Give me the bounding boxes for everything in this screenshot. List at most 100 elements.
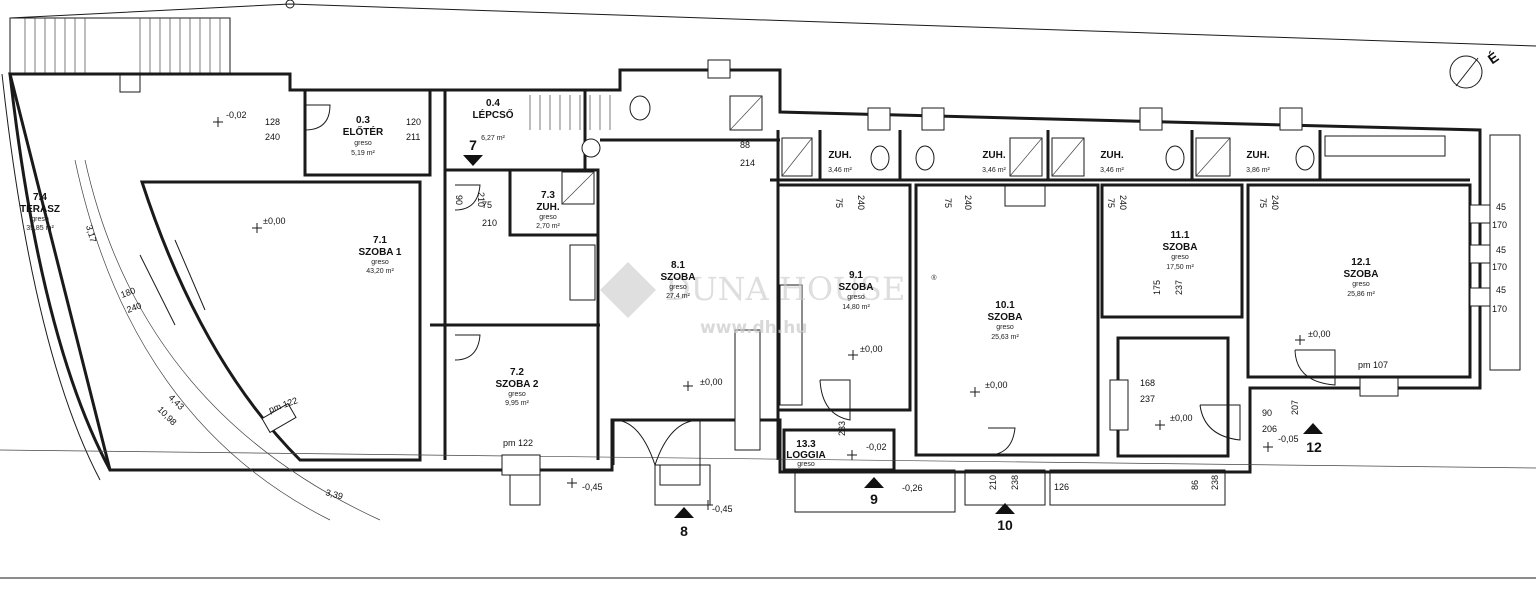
door-swings xyxy=(139,104,1336,466)
level-text: -0,45 xyxy=(712,504,733,514)
svg-text:240: 240 xyxy=(125,300,143,315)
svg-text:238: 238 xyxy=(1010,475,1020,490)
svg-text:3,46 m²: 3,46 m² xyxy=(828,167,852,174)
svg-text:17,50 m²: 17,50 m² xyxy=(1166,264,1194,271)
svg-text:greso: greso xyxy=(508,391,526,398)
level-text: ±0,00 xyxy=(985,380,1007,390)
svg-text:greso: greso xyxy=(539,214,557,221)
section-marker-10: 10 xyxy=(997,517,1013,533)
svg-text:pm 122: pm 122 xyxy=(503,438,533,448)
svg-text:240: 240 xyxy=(265,132,280,142)
svg-text:3,39: 3,39 xyxy=(324,487,344,501)
svg-text:13.3: 13.3 xyxy=(796,439,816,450)
svg-text:SZOBA 2: SZOBA 2 xyxy=(496,379,539,390)
svg-text:SZOBA: SZOBA xyxy=(661,272,696,283)
shower-2: ZUH. 3,46 m² xyxy=(982,150,1006,174)
svg-text:210: 210 xyxy=(988,475,998,490)
svg-text:3,17: 3,17 xyxy=(84,224,98,244)
level-text: ±0,00 xyxy=(700,377,722,387)
svg-text:43,20 m²: 43,20 m² xyxy=(366,268,394,275)
room-7-2: 7.2 SZOBA 2 greso 9,95 m² xyxy=(496,367,539,407)
svg-text:88: 88 xyxy=(740,140,750,150)
svg-text:ELŐTÉR: ELŐTÉR xyxy=(343,125,384,138)
section-arrow-icon xyxy=(1303,423,1323,434)
section-markers: 7 8 9 10 12 xyxy=(463,137,1323,539)
svg-text:211: 211 xyxy=(406,132,420,142)
svg-text:9,95 m²: 9,95 m² xyxy=(505,400,529,407)
svg-text:75: 75 xyxy=(943,198,953,208)
section-marker-7: 7 xyxy=(469,137,477,153)
room-10-1: 10.1 SZOBA greso 25,63 m² xyxy=(988,300,1023,341)
level-text: -0,02 xyxy=(226,110,247,120)
room-8-1: 8.1 SZOBA greso 27,4 m² xyxy=(661,260,696,300)
section-arrow-icon xyxy=(864,477,884,488)
svg-text:210: 210 xyxy=(476,192,486,207)
section-marker-9: 9 xyxy=(870,491,878,507)
svg-text:207: 207 xyxy=(1290,400,1300,415)
fixtures xyxy=(561,95,1446,451)
svg-text:4,43: 4,43 xyxy=(167,392,186,411)
svg-text:90: 90 xyxy=(1262,408,1272,418)
watermark-brand: DUNA HOUSE xyxy=(665,270,905,308)
svg-text:25,86 m²: 25,86 m² xyxy=(1347,291,1375,298)
svg-text:6,27 m²: 6,27 m² xyxy=(481,135,505,142)
svg-text:7.1: 7.1 xyxy=(373,235,387,246)
svg-text:240: 240 xyxy=(1270,195,1280,210)
svg-text:greso: greso xyxy=(371,259,389,266)
svg-text:9.1: 9.1 xyxy=(849,270,863,281)
svg-text:LOGGIA: LOGGIA xyxy=(786,450,825,461)
svg-text:0.3: 0.3 xyxy=(356,115,370,126)
svg-text:7.3: 7.3 xyxy=(541,190,555,201)
svg-text:90: 90 xyxy=(454,195,464,205)
room-12-1: 12.1 SZOBA greso 25,86 m² xyxy=(1344,257,1379,298)
level-text: ±0,00 xyxy=(263,216,285,226)
room-13-3: 13.3 LOGGIA greso xyxy=(786,439,825,468)
room-7-3: 7.3 ZUH. greso 2,70 m² xyxy=(536,190,560,230)
level-text: ±0,00 xyxy=(860,344,882,354)
svg-text:8.1: 8.1 xyxy=(671,260,685,271)
room-7-4: 7.4 TERASZ greso 35,85 m² xyxy=(20,192,60,232)
svg-text:120: 120 xyxy=(406,117,421,127)
room-0-4: 0.4 LÉPCSŐ 6,27 m² xyxy=(472,98,513,142)
svg-text:greso: greso xyxy=(1171,254,1189,261)
svg-text:ZUH.: ZUH. xyxy=(982,150,1006,161)
svg-text:greso: greso xyxy=(996,324,1014,331)
svg-text:126: 126 xyxy=(1054,482,1069,492)
svg-text:237: 237 xyxy=(1140,394,1155,404)
building-walls xyxy=(0,68,1536,579)
svg-text:45: 45 xyxy=(1496,202,1506,212)
svg-text:pm 107: pm 107 xyxy=(1358,360,1388,370)
room-labels: 7.4 TERASZ greso 35,85 m² 7.1 SZOBA 1 gr… xyxy=(20,98,1379,468)
svg-text:240: 240 xyxy=(1118,195,1128,210)
svg-text:75: 75 xyxy=(1106,198,1116,208)
level-crosshair-icon xyxy=(213,117,1305,510)
svg-text:168: 168 xyxy=(1140,378,1155,388)
svg-text:SZOBA: SZOBA xyxy=(988,312,1023,323)
level-text: -0,02 xyxy=(866,442,887,452)
section-marker-12: 12 xyxy=(1306,439,1322,455)
svg-text:12.1: 12.1 xyxy=(1351,257,1371,268)
svg-text:greso: greso xyxy=(847,294,865,301)
watermark: DUNA HOUSE ® www.dh.hu xyxy=(600,262,937,338)
level-text: ±0,00 xyxy=(1308,329,1330,339)
svg-text:greso: greso xyxy=(354,140,372,147)
svg-text:86: 86 xyxy=(1190,480,1200,490)
svg-text:75: 75 xyxy=(482,200,492,210)
svg-text:128: 128 xyxy=(265,117,280,127)
svg-text:greso: greso xyxy=(797,461,815,468)
svg-text:ZUH.: ZUH. xyxy=(1100,150,1124,161)
svg-text:214: 214 xyxy=(740,158,755,168)
svg-text:170: 170 xyxy=(1492,304,1507,314)
svg-text:3,86 m²: 3,86 m² xyxy=(1246,167,1270,174)
svg-text:5,19 m²: 5,19 m² xyxy=(351,150,375,157)
svg-text:SZOBA: SZOBA xyxy=(1163,242,1198,253)
level-text: -0,45 xyxy=(582,482,603,492)
section-marker-8: 8 xyxy=(680,523,688,539)
shower-1: ZUH. 3,46 m² xyxy=(828,150,852,174)
section-arrow-icon xyxy=(995,503,1015,514)
level-markers: ±0,00 ±0,00 ±0,00 ±0,00 ±0,00 ±0,00 -0,0… xyxy=(213,110,1330,514)
shower-4: ZUH. 3,86 m² xyxy=(1246,150,1270,174)
windows xyxy=(261,59,1491,486)
svg-text:14,80 m²: 14,80 m² xyxy=(842,304,870,311)
svg-text:175: 175 xyxy=(1152,280,1162,295)
